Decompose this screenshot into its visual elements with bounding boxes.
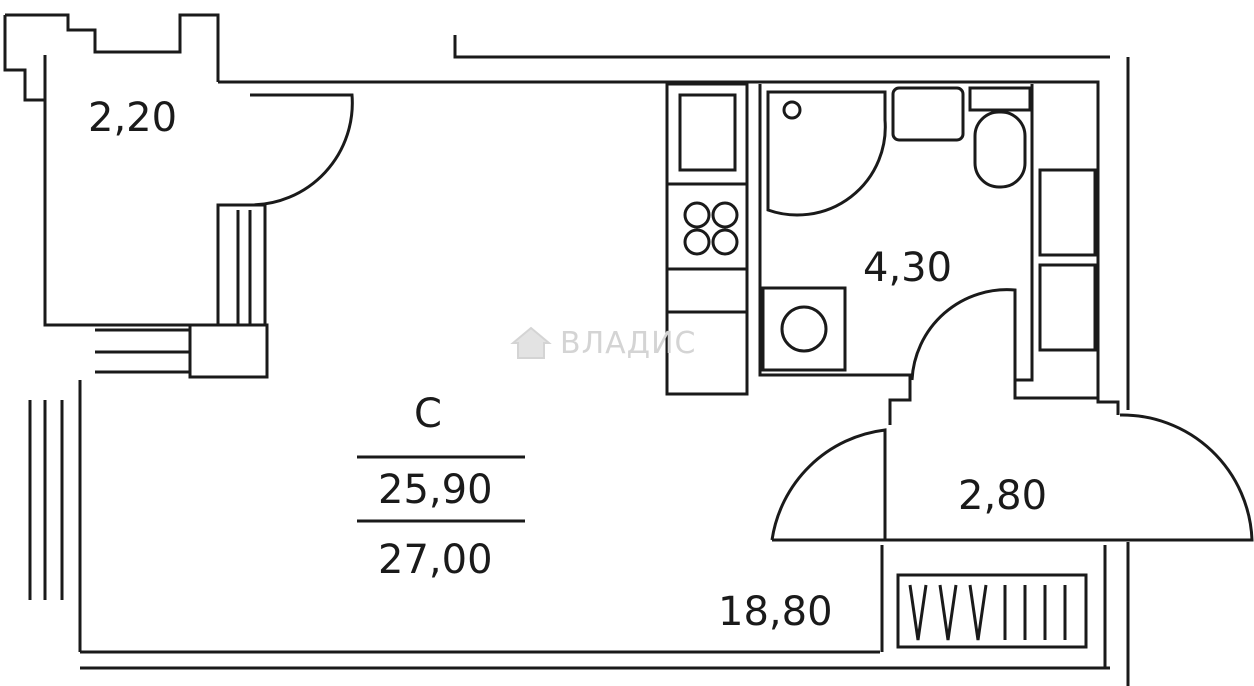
outer-wall-bottom [80, 650, 1110, 670]
outer-wall-left-lower [60, 380, 82, 652]
watermark-text: ВЛАДИС [560, 325, 697, 361]
room-area-hall: 2,80 [958, 473, 1048, 519]
burner-4 [711, 228, 739, 256]
balcony-frame [5, 13, 220, 82]
living-area-total: 25,90 [378, 467, 493, 513]
outer-wall-top [218, 80, 1120, 415]
bathroom-door-arc [910, 288, 1017, 381]
room-area-balcony: 2,20 [88, 95, 178, 141]
toilet-tank [968, 86, 1032, 112]
kitchen-cabinet [665, 267, 749, 396]
hall-door-arc-left [770, 428, 887, 541]
room-area-bathroom: 4,30 [863, 245, 953, 291]
house-icon [510, 326, 552, 359]
window-left [95, 328, 190, 374]
burner-2 [711, 201, 739, 229]
kitchen-stove-unit [665, 182, 749, 271]
window-left-vertical [28, 400, 47, 600]
room-area-living: 18,80 [718, 589, 833, 635]
window-inner [236, 210, 252, 325]
burner-1 [683, 201, 711, 229]
outer-wall-top-upper [453, 35, 1110, 59]
bathroom-sink [891, 86, 965, 142]
toilet-bowl [973, 110, 1027, 189]
washing-machine [761, 286, 847, 372]
shower-corner [766, 90, 887, 217]
column-left [188, 323, 269, 379]
balcony-wall [43, 55, 267, 327]
bathroom-wall [758, 84, 912, 425]
apartment-type: С [414, 391, 442, 437]
washing-drum [780, 305, 828, 353]
burner-3 [683, 228, 711, 256]
kitchen-sink [678, 93, 737, 172]
balcony-door-arc [249, 93, 354, 207]
shower-drain [782, 100, 802, 120]
cabinet-lower [1038, 263, 1097, 352]
watermark: ВЛАДИС [510, 325, 697, 361]
cabinet-upper [1038, 168, 1097, 257]
wardrobe-hangers [908, 584, 1067, 641]
balcony-frame-left [3, 15, 45, 102]
wardrobe [896, 573, 1088, 649]
total-area: 27,00 [378, 537, 493, 583]
hall-door-arc-right [1119, 413, 1254, 542]
